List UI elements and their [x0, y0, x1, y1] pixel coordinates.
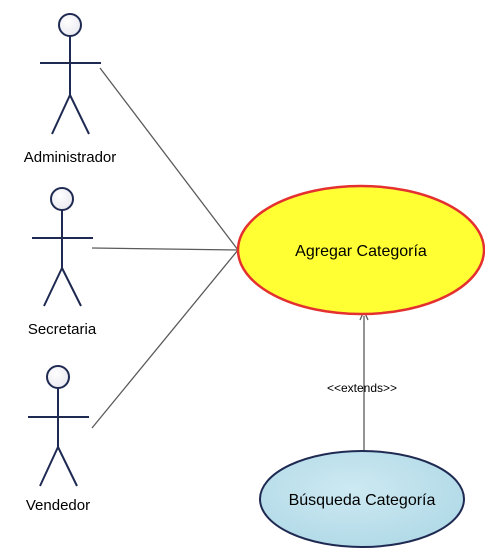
- actor-left-leg: [39, 446, 59, 487]
- actor-left-leg: [51, 94, 71, 135]
- actor-head: [58, 13, 82, 37]
- use-case-busqueda-categoria[interactable]: Búsqueda Categoría: [259, 450, 465, 548]
- actor-left-leg: [43, 267, 63, 307]
- actor-label: Administrador: [24, 149, 117, 166]
- actor-right-leg: [61, 267, 82, 307]
- actor-administrador[interactable]: Administrador: [24, 13, 117, 166]
- association-line-administrador: [99, 67, 239, 251]
- actor-right-leg: [57, 446, 78, 487]
- use-case-ellipse: [236, 184, 485, 316]
- association-line-secretaria: [91, 247, 239, 251]
- actor-label: Vendedor: [26, 497, 90, 514]
- use-case-label: Agregar Categoría: [295, 243, 427, 260]
- actor-right-leg: [69, 94, 90, 135]
- actor-head: [50, 187, 74, 211]
- actor-vendedor[interactable]: Vendedor: [26, 365, 90, 514]
- extends-label: <<extends>>: [327, 381, 397, 395]
- actor-secretaria[interactable]: Secretaria: [28, 187, 97, 338]
- actor-head: [46, 365, 70, 389]
- association-line-vendedor: [91, 249, 239, 429]
- actor-label: Secretaria: [28, 321, 97, 338]
- use-case-ellipse: [259, 450, 465, 548]
- use-case-label: Búsqueda Categoría: [289, 492, 436, 509]
- use-case-agregar-categoria[interactable]: Agregar Categoría: [236, 184, 485, 316]
